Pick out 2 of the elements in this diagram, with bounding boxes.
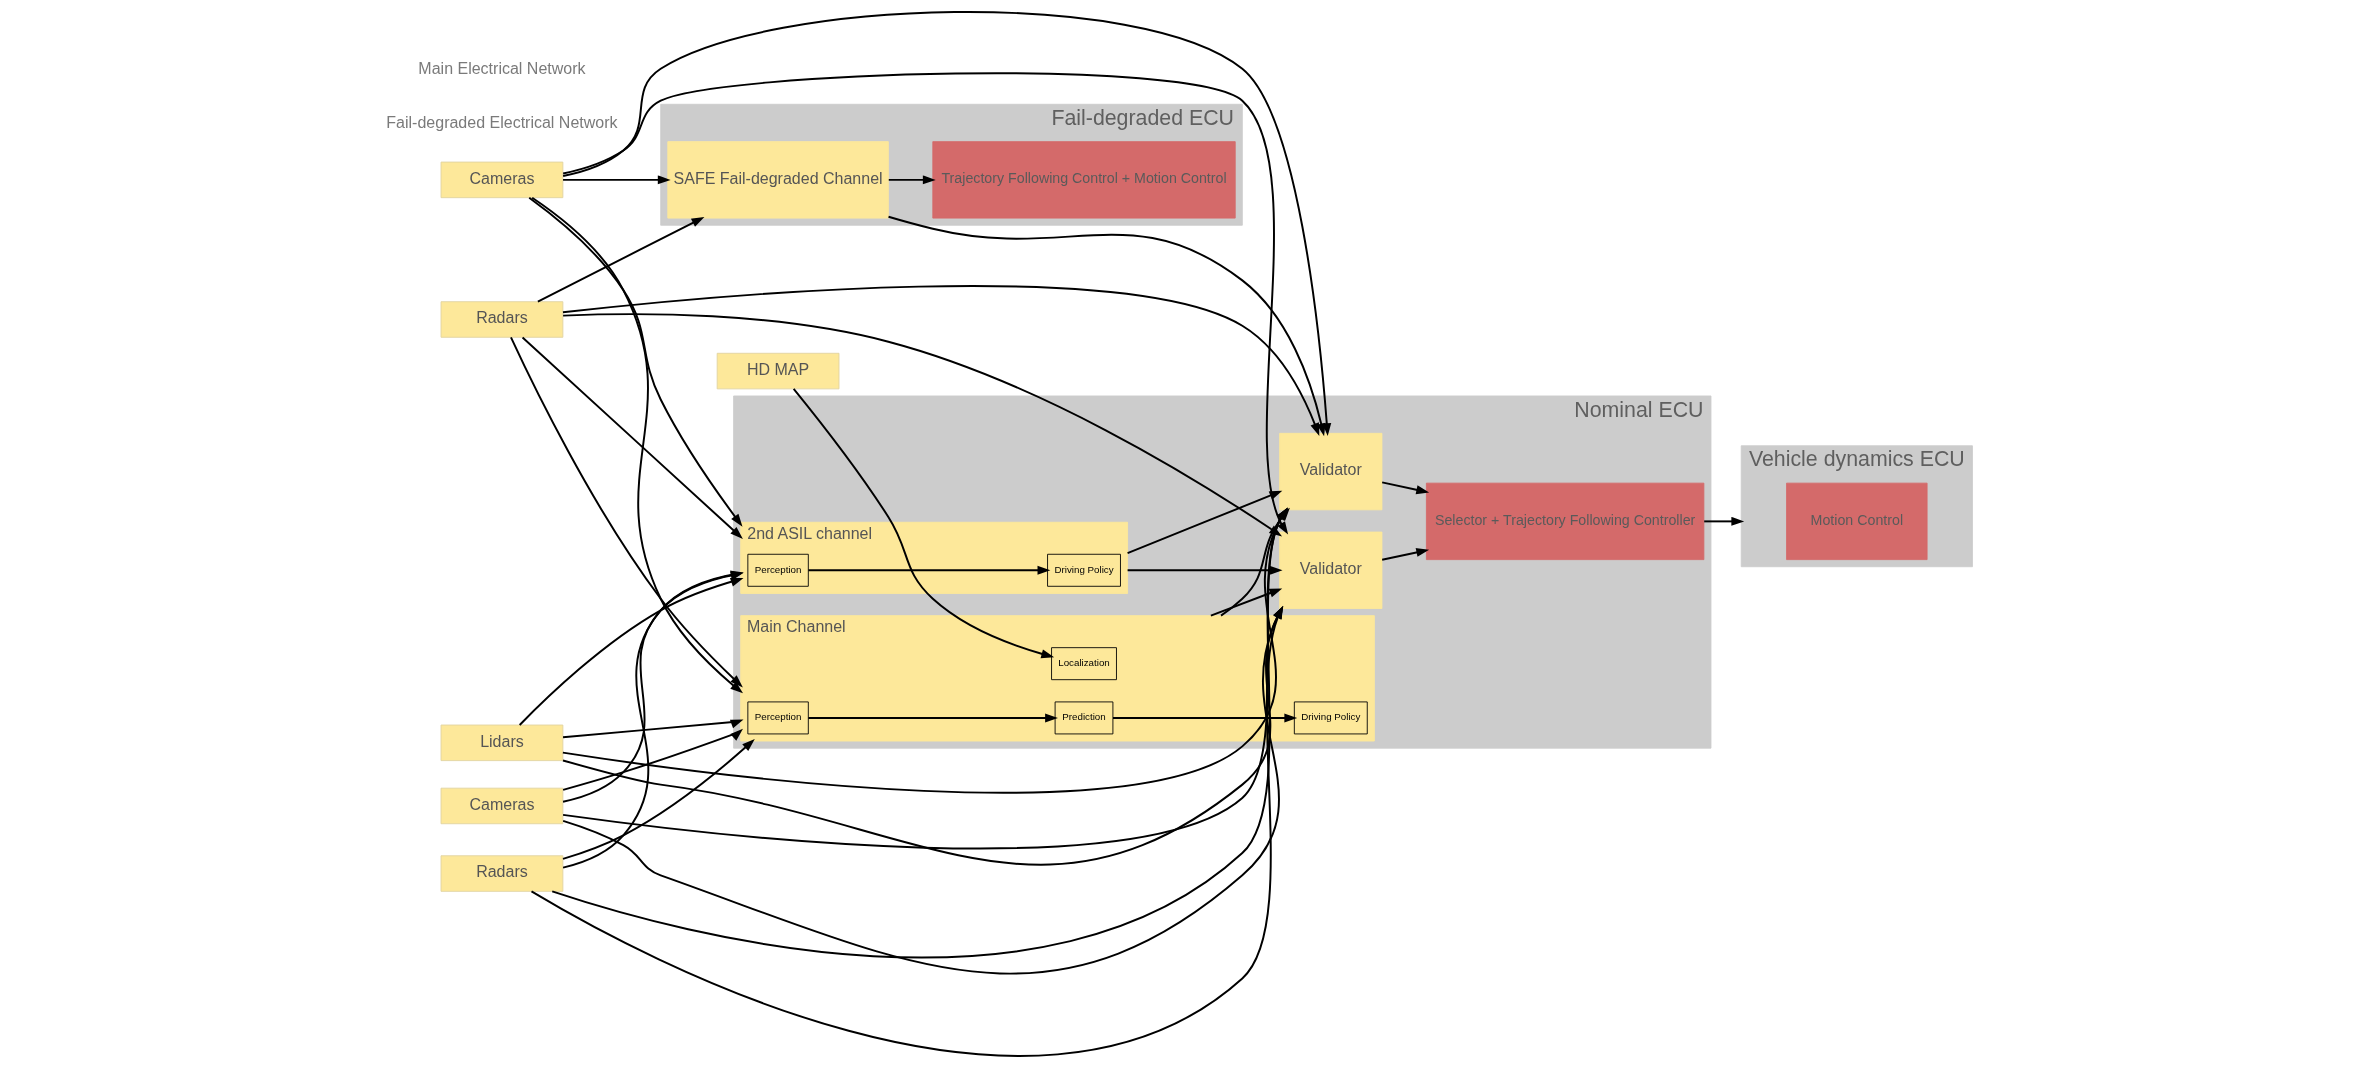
label: Fail-degraded Electrical Network [386, 113, 618, 131]
label: Main Electrical Network [418, 59, 586, 77]
